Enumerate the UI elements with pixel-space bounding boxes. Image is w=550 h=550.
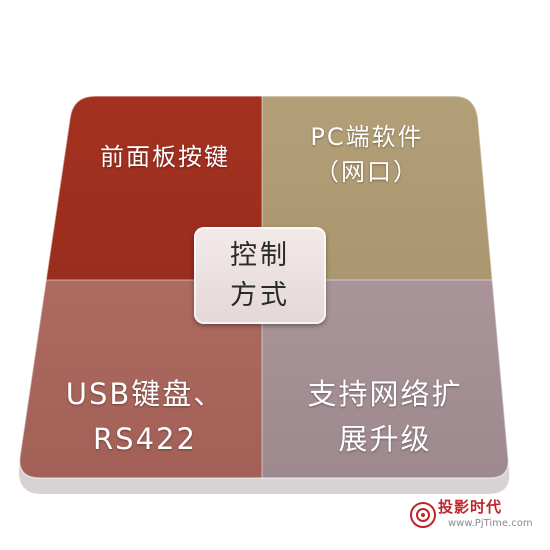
quadrant-bottom-left-label: USB键盘、 RS422 xyxy=(65,377,225,456)
board-outline xyxy=(18,95,510,479)
watermark-title: 投影时代 xyxy=(438,498,503,516)
watermark-url: www.PjTime.com xyxy=(448,518,533,529)
watermark-logo-icon xyxy=(410,502,436,528)
quadrant-top-right-label: PC端软件 （网口） xyxy=(310,123,424,186)
center-label: 控制 方式 xyxy=(230,240,290,311)
board-edge xyxy=(18,456,510,494)
quadrant-top-left-label: 前面板按键 xyxy=(100,143,230,171)
watermark: 投影时代 www.PjTime.com xyxy=(408,494,538,540)
quadrant-bottom-right-label: 支持网络扩 展升级 xyxy=(307,377,463,456)
center-box: 控制 方式 xyxy=(194,227,326,324)
